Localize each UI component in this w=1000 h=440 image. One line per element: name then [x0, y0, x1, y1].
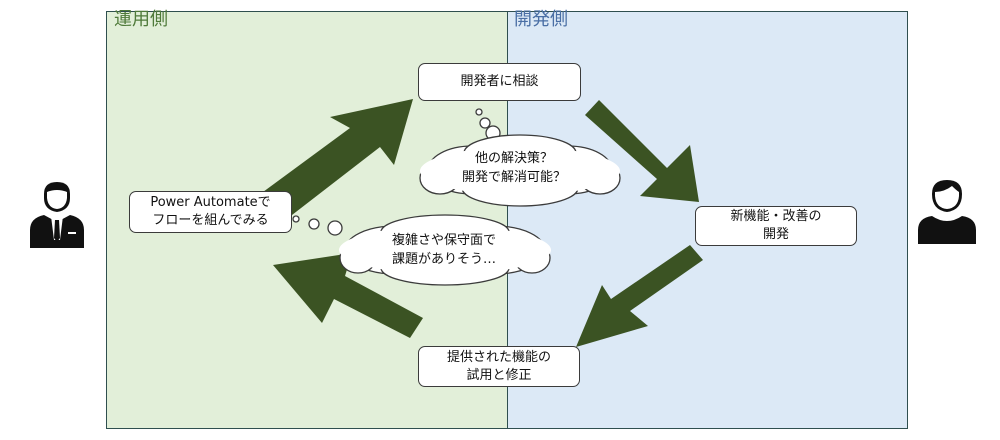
power-automate-box: Power Automateで フローを組んでみる	[129, 191, 292, 233]
thought-cloud-ops-fill	[339, 226, 551, 274]
development-panel-title: 開発側	[514, 9, 568, 30]
businessman-icon	[30, 182, 84, 248]
thought-ops-text: 複雑さや保守面で 課題がありそう…	[391, 233, 496, 267]
consult-developer-box: 開発者に相談	[418, 63, 581, 101]
operations-panel-title: 運用側	[114, 9, 168, 30]
thought-dev-text: 他の解決策？ 開発で解消可能？	[461, 151, 566, 185]
arrow-to-new-feature	[585, 100, 699, 202]
arrow-to-power-automate	[273, 253, 423, 338]
developer-person-icon	[918, 180, 976, 244]
trial-and-fix-box: 提供された機能の 試用と修正	[418, 346, 580, 387]
thought-cloud-dev-fill	[420, 147, 620, 195]
arrow-to-trial	[576, 245, 703, 347]
new-feature-box: 新機能・改善の 開発	[695, 206, 857, 246]
arrow-to-consult	[263, 99, 413, 215]
